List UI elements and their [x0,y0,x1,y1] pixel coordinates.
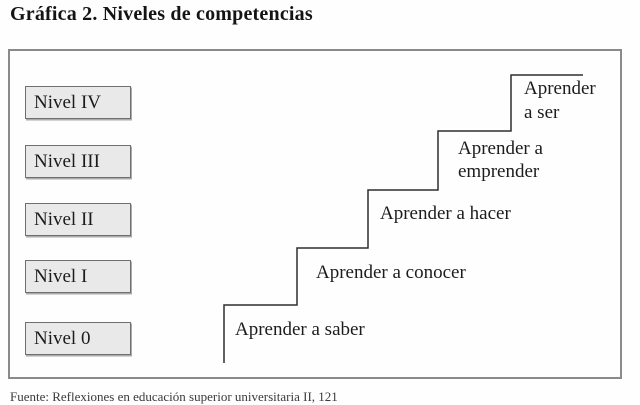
level-box-nivel-ii: Nivel II [25,203,131,236]
step-label-aprender-a-saber: Aprender a saber [235,319,365,340]
step-label-aprender-a-ser: Aprender a ser [524,78,596,123]
step-label-aprender-a-hacer: Aprender a hacer [380,203,511,224]
step-label-aprender-a-emprender: Aprender a emprender [458,138,543,182]
level-label-nivel-0: Nivel 0 [34,327,91,349]
level-label-nivel-iii: Nivel III [34,150,100,172]
level-box-nivel-i: Nivel I [25,260,131,293]
staircase-lines [223,74,583,363]
level-box-nivel-0: Nivel 0 [25,322,131,355]
source-caption: Fuente: Reflexiones en educación superio… [10,389,338,404]
level-label-nivel-i: Nivel I [34,265,88,287]
level-label-nivel-ii: Nivel II [34,208,94,230]
step-label-aprender-a-conocer: Aprender a conocer [316,262,466,283]
level-label-nivel-iv: Nivel IV [34,91,102,113]
level-box-nivel-iv: Nivel IV [25,86,131,119]
level-box-nivel-iii: Nivel III [25,145,131,178]
figure-title: Gráfica 2. Niveles de competencias [10,3,313,25]
diagram-frame: Nivel IV Nivel III Nivel II Nivel I Nive… [8,49,622,379]
